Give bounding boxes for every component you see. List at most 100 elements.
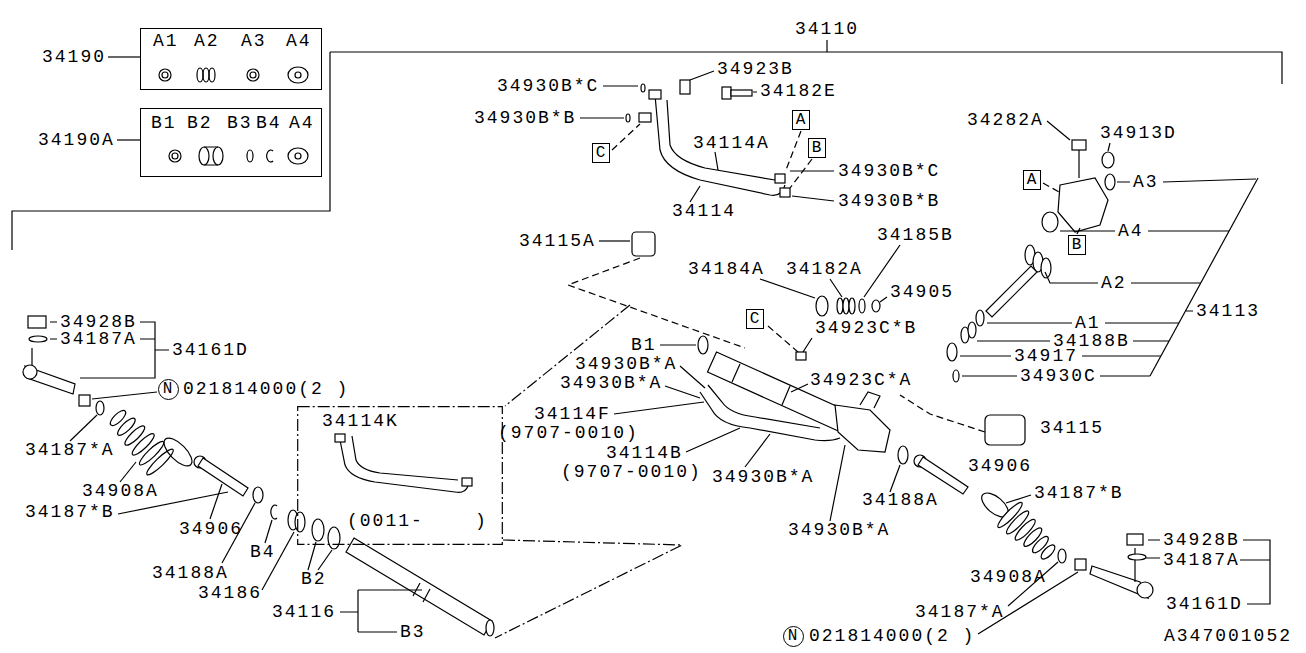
kit-icons-part bbox=[203, 68, 209, 82]
part-number: A4 bbox=[1118, 222, 1144, 240]
right-tie-rod-part bbox=[1058, 549, 1066, 563]
part-number: 34908A bbox=[970, 568, 1047, 586]
valve-bracket-part bbox=[1150, 178, 1258, 376]
gear-housing-part bbox=[900, 395, 985, 432]
pressure-pipes-upper-part bbox=[790, 159, 812, 188]
kit-icons-part bbox=[288, 148, 308, 164]
right-tie-rod-part bbox=[1075, 559, 1086, 570]
kit-icons-part bbox=[213, 147, 223, 165]
left-tie-rod-part bbox=[79, 395, 90, 406]
part-number: 34917 bbox=[1014, 347, 1078, 365]
right-tie-rod-part bbox=[995, 500, 1024, 530]
reference-letter: C bbox=[750, 311, 760, 327]
rack-part bbox=[486, 620, 494, 636]
part-number: 34928B bbox=[60, 313, 137, 331]
part-number: 34923C*A bbox=[810, 371, 912, 389]
left-tie-rod-part bbox=[28, 316, 46, 328]
gear-housing-part bbox=[816, 296, 828, 316]
alt-pipe-part bbox=[495, 540, 682, 638]
part-number: 34182A bbox=[786, 260, 863, 278]
left-tie-rod-part bbox=[108, 408, 128, 428]
part-number: 34114K bbox=[322, 412, 399, 430]
left-tie-rod-part bbox=[253, 487, 263, 503]
alt-pipe-part bbox=[462, 478, 472, 486]
reference-letter: A4 bbox=[286, 32, 312, 50]
part-number: 34187*A bbox=[25, 441, 115, 459]
part-number: A3 bbox=[1133, 173, 1159, 191]
kit-icons bbox=[159, 67, 308, 165]
part-number: 34184A bbox=[688, 260, 765, 278]
pressure-pipes-upper-part bbox=[690, 152, 718, 202]
part-number: 34930B*A bbox=[575, 355, 677, 373]
gear-housing-part bbox=[698, 336, 708, 354]
alt-pipe-part bbox=[352, 436, 458, 480]
gear-housing-part bbox=[791, 338, 812, 392]
part-number: 34187*B bbox=[1034, 484, 1124, 502]
group-bracket-part bbox=[12, 52, 330, 250]
part-number: 34930B*C bbox=[838, 162, 940, 180]
left-tie-rod-part bbox=[198, 458, 248, 496]
part-number: 34282A bbox=[967, 111, 1044, 129]
right-tie-rod-part bbox=[1146, 540, 1160, 558]
pressure-pipes-upper-part bbox=[641, 84, 645, 92]
kit-icons-part bbox=[172, 153, 178, 159]
part-number: 34161D bbox=[1166, 595, 1243, 613]
part-number: 34930B*A bbox=[560, 374, 662, 392]
kit-icons-part bbox=[209, 68, 215, 82]
gear-housing-part bbox=[732, 364, 790, 405]
left-tie-rod-part bbox=[312, 519, 324, 541]
left-tie-rod-part bbox=[308, 542, 332, 570]
reference-letter: A3 bbox=[241, 32, 267, 50]
part-number: 34187A bbox=[60, 330, 137, 348]
right-tie-rod-part bbox=[1134, 548, 1135, 582]
note-circle: N bbox=[783, 626, 804, 647]
kit-icons-part bbox=[267, 150, 273, 162]
part-number: 34187A bbox=[1163, 551, 1240, 569]
reference-letter: B1 bbox=[151, 114, 177, 132]
left-tie-rod-part bbox=[96, 401, 104, 415]
reference-letter: A bbox=[796, 112, 806, 128]
gear-housing-part bbox=[660, 344, 696, 345]
part-number: B1 bbox=[631, 336, 657, 354]
part-number: 34923B bbox=[717, 60, 794, 78]
note-circle: N bbox=[158, 379, 179, 400]
part-number: 34905 bbox=[890, 283, 954, 301]
kit-icons-part bbox=[288, 67, 308, 83]
control-valve-part bbox=[947, 343, 957, 361]
group-bracket-part bbox=[108, 56, 140, 57]
kit-icons-part bbox=[204, 147, 218, 165]
left-tie-rod bbox=[23, 316, 340, 590]
left-tie-rod-part bbox=[210, 484, 222, 519]
control-valve-part bbox=[1102, 152, 1114, 168]
control-valve-part bbox=[968, 322, 976, 338]
pressure-pipes-upper-part bbox=[612, 124, 640, 150]
pressure-pipes-upper-part bbox=[731, 90, 752, 96]
left-tie-rod-part bbox=[328, 527, 340, 549]
pressure-pipes-upper-part bbox=[786, 131, 801, 170]
gear-housing-part bbox=[843, 298, 849, 314]
part-number: 34161D bbox=[172, 341, 249, 359]
reference-tag: B bbox=[1068, 235, 1087, 255]
alt-pipe-part bbox=[335, 434, 345, 442]
part-number: 34923C*B bbox=[815, 319, 917, 337]
gear-housing-part bbox=[708, 385, 820, 428]
kit-icons-part bbox=[250, 72, 256, 78]
reference-letter: A1 bbox=[153, 32, 179, 50]
gear-housing-part bbox=[796, 352, 806, 360]
part-number: 021814000(2 ) bbox=[183, 380, 349, 398]
reference-letter: B bbox=[1072, 237, 1082, 253]
control-valve-part bbox=[953, 370, 959, 382]
kit-icons-part bbox=[295, 72, 301, 78]
control-valve-part bbox=[1078, 150, 1079, 178]
right-tie-rod-part bbox=[1137, 582, 1153, 598]
control-valve-part bbox=[986, 266, 1037, 317]
control-valve-part bbox=[1105, 174, 1115, 190]
part-number: 34113 bbox=[1196, 302, 1260, 320]
pressure-pipes-upper-part bbox=[667, 100, 775, 180]
alt-pipe-part bbox=[340, 440, 468, 492]
reference-letter: A4 bbox=[289, 114, 315, 132]
reference-letter: B2 bbox=[187, 114, 213, 132]
part-number: B3 bbox=[400, 623, 426, 641]
part-number: 34187*B bbox=[25, 503, 115, 521]
